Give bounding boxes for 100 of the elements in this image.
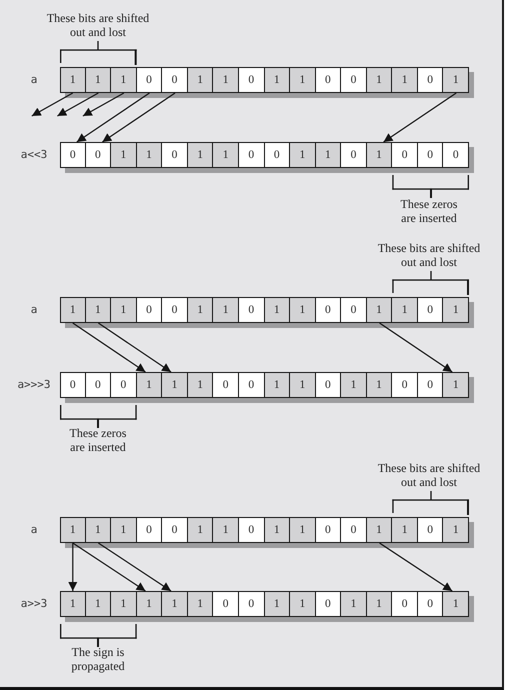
bit-cell: 1 bbox=[290, 67, 316, 93]
bit-cell: 1 bbox=[60, 591, 86, 617]
bit-cell: 1 bbox=[188, 517, 214, 543]
bit-cell: 0 bbox=[60, 372, 86, 398]
annotation: The sign is propagated bbox=[70, 645, 126, 673]
arrow bbox=[57, 92, 99, 117]
bit-cell: 1 bbox=[290, 517, 316, 543]
bit-cell: 1 bbox=[188, 591, 214, 617]
bit-cell: 0 bbox=[162, 142, 188, 168]
bit-cell: 0 bbox=[316, 517, 342, 543]
bit-cell: 1 bbox=[264, 372, 290, 398]
bit-cell: 1 bbox=[366, 591, 392, 617]
bit-cell: 0 bbox=[316, 67, 342, 93]
bit-cell: 1 bbox=[213, 142, 239, 168]
bit-cell: 1 bbox=[86, 297, 112, 323]
bit-cell: 0 bbox=[392, 591, 418, 617]
arrow bbox=[72, 542, 146, 592]
arrow bbox=[379, 322, 453, 372]
register-bar bbox=[60, 297, 474, 328]
bit-cell: 0 bbox=[60, 142, 86, 168]
bit-cell: 1 bbox=[341, 372, 367, 398]
variable-label: a<<3 bbox=[20, 148, 48, 162]
bit-cell: 1 bbox=[213, 517, 239, 543]
annotation: These bits are shifted out and lost bbox=[376, 461, 482, 489]
bit-cell: 0 bbox=[136, 297, 162, 323]
bit-cell: 1 bbox=[136, 591, 162, 617]
bit-cell: 1 bbox=[290, 297, 316, 323]
bit-cell: 0 bbox=[341, 517, 367, 543]
arrow bbox=[102, 92, 176, 142]
bit-cell: 1 bbox=[111, 517, 137, 543]
register-bar bbox=[60, 67, 474, 98]
bit-cell: 1 bbox=[290, 591, 316, 617]
bit-cell: 1 bbox=[264, 67, 290, 93]
bit-cell: 0 bbox=[418, 372, 444, 398]
bit-cell: 1 bbox=[443, 67, 469, 93]
bit-cell: 1 bbox=[136, 372, 162, 398]
bit-cell: 1 bbox=[443, 591, 469, 617]
arrow bbox=[72, 322, 146, 372]
arrow bbox=[82, 92, 124, 117]
bit-cell: 0 bbox=[238, 591, 264, 617]
bit-cell: 1 bbox=[60, 67, 86, 93]
bit-cell: 1 bbox=[86, 67, 112, 93]
annotation: These zeros are inserted bbox=[68, 426, 128, 454]
annotation: These bits are shifted out and lost bbox=[46, 11, 150, 39]
bit-cell: 1 bbox=[188, 372, 214, 398]
bit-cell: 0 bbox=[264, 142, 290, 168]
bit-cell: 1 bbox=[162, 372, 188, 398]
register-bar bbox=[60, 142, 474, 173]
register-bar bbox=[60, 372, 474, 403]
bit-cell: 1 bbox=[290, 142, 316, 168]
bit-cell: 1 bbox=[290, 372, 316, 398]
bit-cell: 1 bbox=[86, 591, 112, 617]
bit-cell: 1 bbox=[366, 297, 392, 323]
variable-label: a>>>3 bbox=[17, 378, 51, 392]
bit-cell: 0 bbox=[418, 297, 444, 323]
bit-cell: 0 bbox=[316, 372, 342, 398]
bit-cell: 1 bbox=[213, 67, 239, 93]
variable-label: a bbox=[30, 303, 38, 317]
bit-cell: 0 bbox=[86, 142, 112, 168]
bit-cell: 1 bbox=[60, 297, 86, 323]
bit-cell: 1 bbox=[443, 517, 469, 543]
bit-cell: 1 bbox=[366, 372, 392, 398]
bit-cell: 0 bbox=[238, 372, 264, 398]
arrow bbox=[98, 322, 172, 372]
register-bar bbox=[60, 591, 474, 622]
bit-cell: 1 bbox=[366, 142, 392, 168]
bit-cell: 1 bbox=[366, 517, 392, 543]
bit-cell: 0 bbox=[86, 372, 112, 398]
annotation: These zeros are inserted bbox=[400, 197, 458, 225]
bit-cell: 0 bbox=[392, 372, 418, 398]
bit-cell: 1 bbox=[111, 591, 137, 617]
bit-cell: 1 bbox=[341, 591, 367, 617]
bit-cell: 1 bbox=[366, 67, 392, 93]
variable-label: a>>3 bbox=[20, 597, 48, 611]
bit-cell: 0 bbox=[213, 591, 239, 617]
arrow bbox=[379, 542, 453, 592]
bit-cell: 1 bbox=[443, 297, 469, 323]
bit-cell: 1 bbox=[188, 142, 214, 168]
bit-cell: 0 bbox=[341, 297, 367, 323]
bit-cell: 1 bbox=[392, 517, 418, 543]
bit-cell: 1 bbox=[264, 297, 290, 323]
bit-cell: 1 bbox=[443, 372, 469, 398]
annotation: These bits are shifted out and lost bbox=[376, 241, 482, 269]
bit-cell: 0 bbox=[238, 517, 264, 543]
bit-cell: 0 bbox=[213, 372, 239, 398]
bit-cell: 0 bbox=[238, 67, 264, 93]
arrow bbox=[98, 542, 172, 592]
bit-cell: 0 bbox=[238, 297, 264, 323]
bit-cell: 0 bbox=[418, 142, 444, 168]
bit-cell: 0 bbox=[418, 517, 444, 543]
bit-cell: 0 bbox=[316, 297, 342, 323]
bit-cell: 0 bbox=[341, 142, 367, 168]
bit-cell: 0 bbox=[392, 142, 418, 168]
variable-label: a bbox=[30, 523, 38, 537]
arrow bbox=[68, 543, 78, 591]
bit-cell: 0 bbox=[418, 591, 444, 617]
bit-cell: 1 bbox=[264, 591, 290, 617]
bit-cell: 0 bbox=[341, 67, 367, 93]
bit-cell: 0 bbox=[136, 67, 162, 93]
arrow bbox=[31, 92, 74, 117]
